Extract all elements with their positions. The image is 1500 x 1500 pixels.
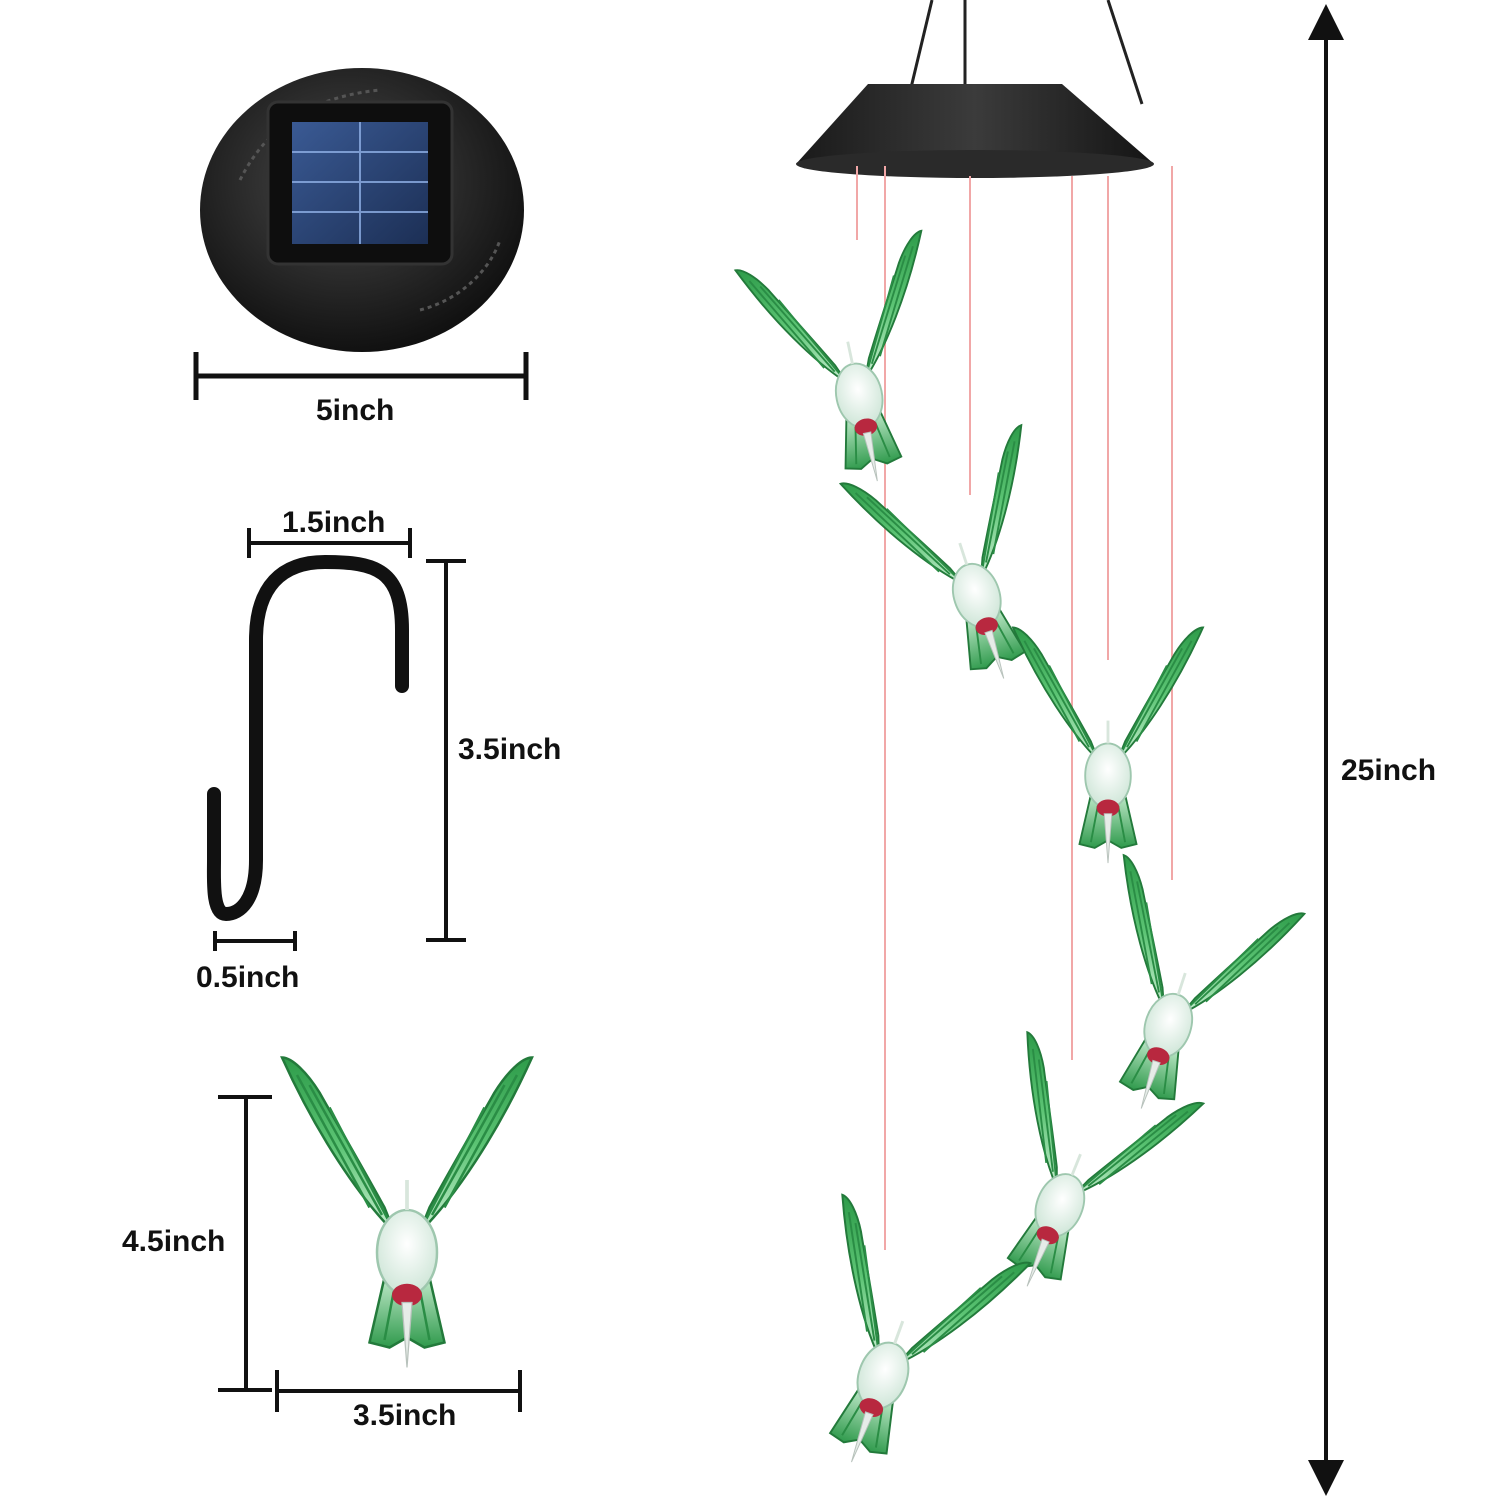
hook-bottom-label: 0.5inch — [196, 961, 300, 994]
total-height-label: 25inch — [1341, 754, 1437, 787]
arrow-down-icon — [1308, 1460, 1344, 1496]
total-height-dimension — [1308, 4, 1344, 1496]
chime-top-cover — [796, 84, 1154, 164]
s-hook-icon — [206, 555, 409, 921]
hummingbird-3 — [1011, 626, 1205, 865]
wind-chime-assembly — [734, 0, 1306, 1498]
top-width-dimension — [193, 352, 529, 400]
bird-height-label: 4.5inch — [122, 1225, 226, 1258]
hook-width-dimension — [247, 528, 412, 558]
hummingbird-detail — [280, 1055, 534, 1370]
arrow-up-icon — [1308, 4, 1344, 40]
hook-height-label: 3.5inch — [458, 733, 562, 766]
hummingbird-2 — [839, 423, 1096, 710]
solar-panel-top-view — [200, 68, 524, 352]
hummingbird-1 — [734, 229, 972, 503]
bird-width-label: 3.5inch — [353, 1399, 457, 1432]
chime-strings — [856, 166, 1173, 1250]
bird-height-dimension — [218, 1095, 272, 1392]
hook-bottom-dimension — [213, 931, 297, 951]
hook-height-dimension — [426, 559, 466, 942]
hummingbird-6 — [756, 1193, 1032, 1498]
hook-width-label: 1.5inch — [282, 506, 386, 539]
bird-width-dimension — [275, 1370, 522, 1412]
top-width-label: 5inch — [316, 394, 395, 427]
hummingbird-4 — [1049, 853, 1306, 1140]
